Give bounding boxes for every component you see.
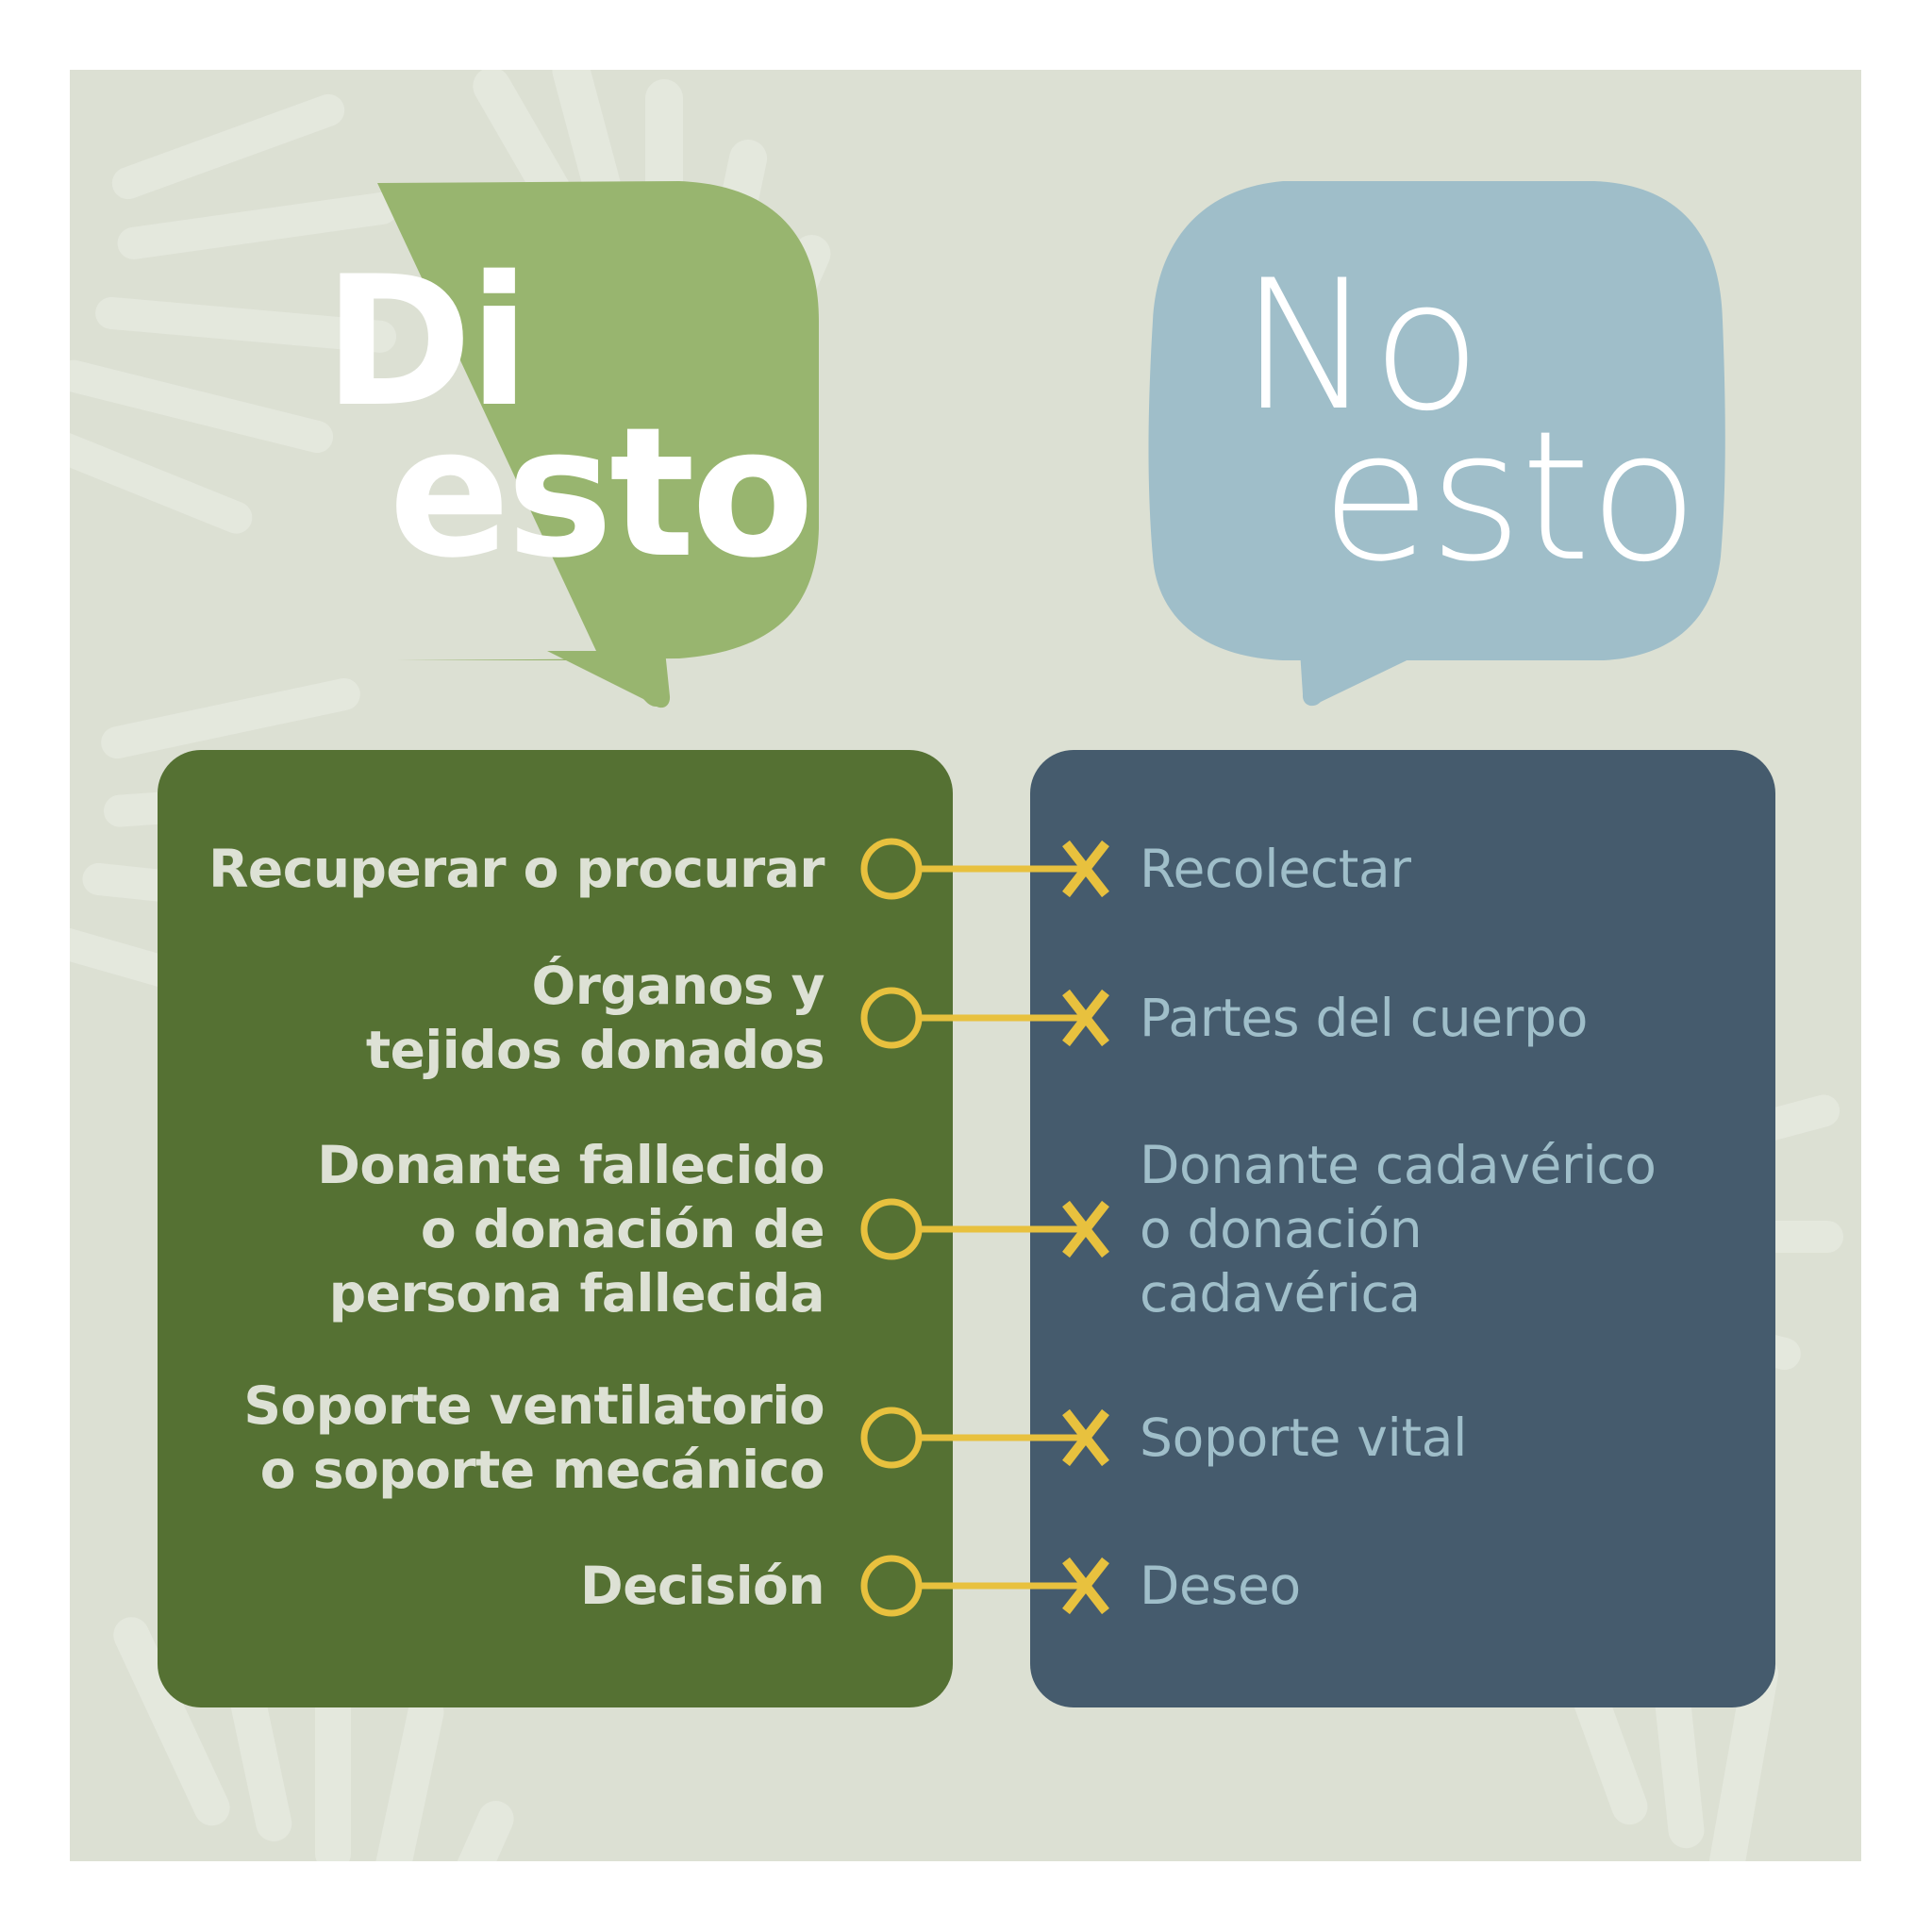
say-term-3: Donante fallecido o donación de persona … bbox=[317, 1133, 824, 1325]
not-term-5: Deseo bbox=[1140, 1554, 1301, 1618]
not-term-1: Recolectar bbox=[1140, 837, 1411, 901]
say-term-3-line1: Donante fallecido bbox=[317, 1135, 824, 1195]
say-term-2: Órganos y tejidos donados bbox=[365, 954, 825, 1082]
not-bubble-line1: No bbox=[1240, 242, 1481, 450]
say-speech-bubble-shape bbox=[242, 181, 820, 708]
not-term-3-line1: Donante cadavérico bbox=[1140, 1135, 1657, 1195]
say-term-5: Decisión bbox=[580, 1554, 824, 1618]
not-term-2-line1: Partes del cuerpo bbox=[1140, 988, 1589, 1048]
not-speech-bubble-shape bbox=[1148, 181, 1725, 660]
not-term-3-line2: o donación bbox=[1140, 1199, 1423, 1259]
say-term-1-line1: Recuperar o procurar bbox=[208, 839, 824, 899]
not-terms-box bbox=[1030, 750, 1775, 1707]
not-term-4: Soporte vital bbox=[1140, 1406, 1467, 1470]
not-speech-bubble-tail bbox=[1300, 651, 1426, 707]
say-term-2-line2: tejidos donados bbox=[365, 1020, 825, 1080]
say-term-4-line2: o soporte mecánico bbox=[259, 1440, 825, 1500]
say-term-4-line1: Soporte ventilatorio bbox=[243, 1375, 824, 1436]
not-term-4-line1: Soporte vital bbox=[1140, 1407, 1468, 1468]
not-term-3: Donante cadavérico o donación cadavérica bbox=[1140, 1133, 1657, 1325]
say-term-3-line3: persona fallecida bbox=[328, 1263, 825, 1324]
say-speech-bubble-tail bbox=[547, 651, 671, 708]
say-terms-box bbox=[158, 750, 953, 1707]
not-term-3-line3: cadavérica bbox=[1140, 1263, 1421, 1324]
say-term-3-line2: o donación de bbox=[420, 1199, 825, 1259]
say-term-5-line1: Decisión bbox=[580, 1556, 824, 1616]
not-term-2: Partes del cuerpo bbox=[1140, 986, 1588, 1050]
say-bubble-line2: esto bbox=[389, 389, 814, 597]
say-term-4: Soporte ventilatorio o soporte mecánico bbox=[243, 1374, 824, 1502]
not-term-5-line1: Deseo bbox=[1140, 1556, 1301, 1616]
not-bubble-line2: esto bbox=[1321, 392, 1699, 601]
say-term-2-line1: Órganos y bbox=[531, 956, 824, 1016]
not-term-1-line1: Recolectar bbox=[1140, 839, 1411, 899]
say-bubble-line1: Di bbox=[324, 238, 530, 446]
say-term-1: Recuperar o procurar bbox=[208, 837, 824, 901]
